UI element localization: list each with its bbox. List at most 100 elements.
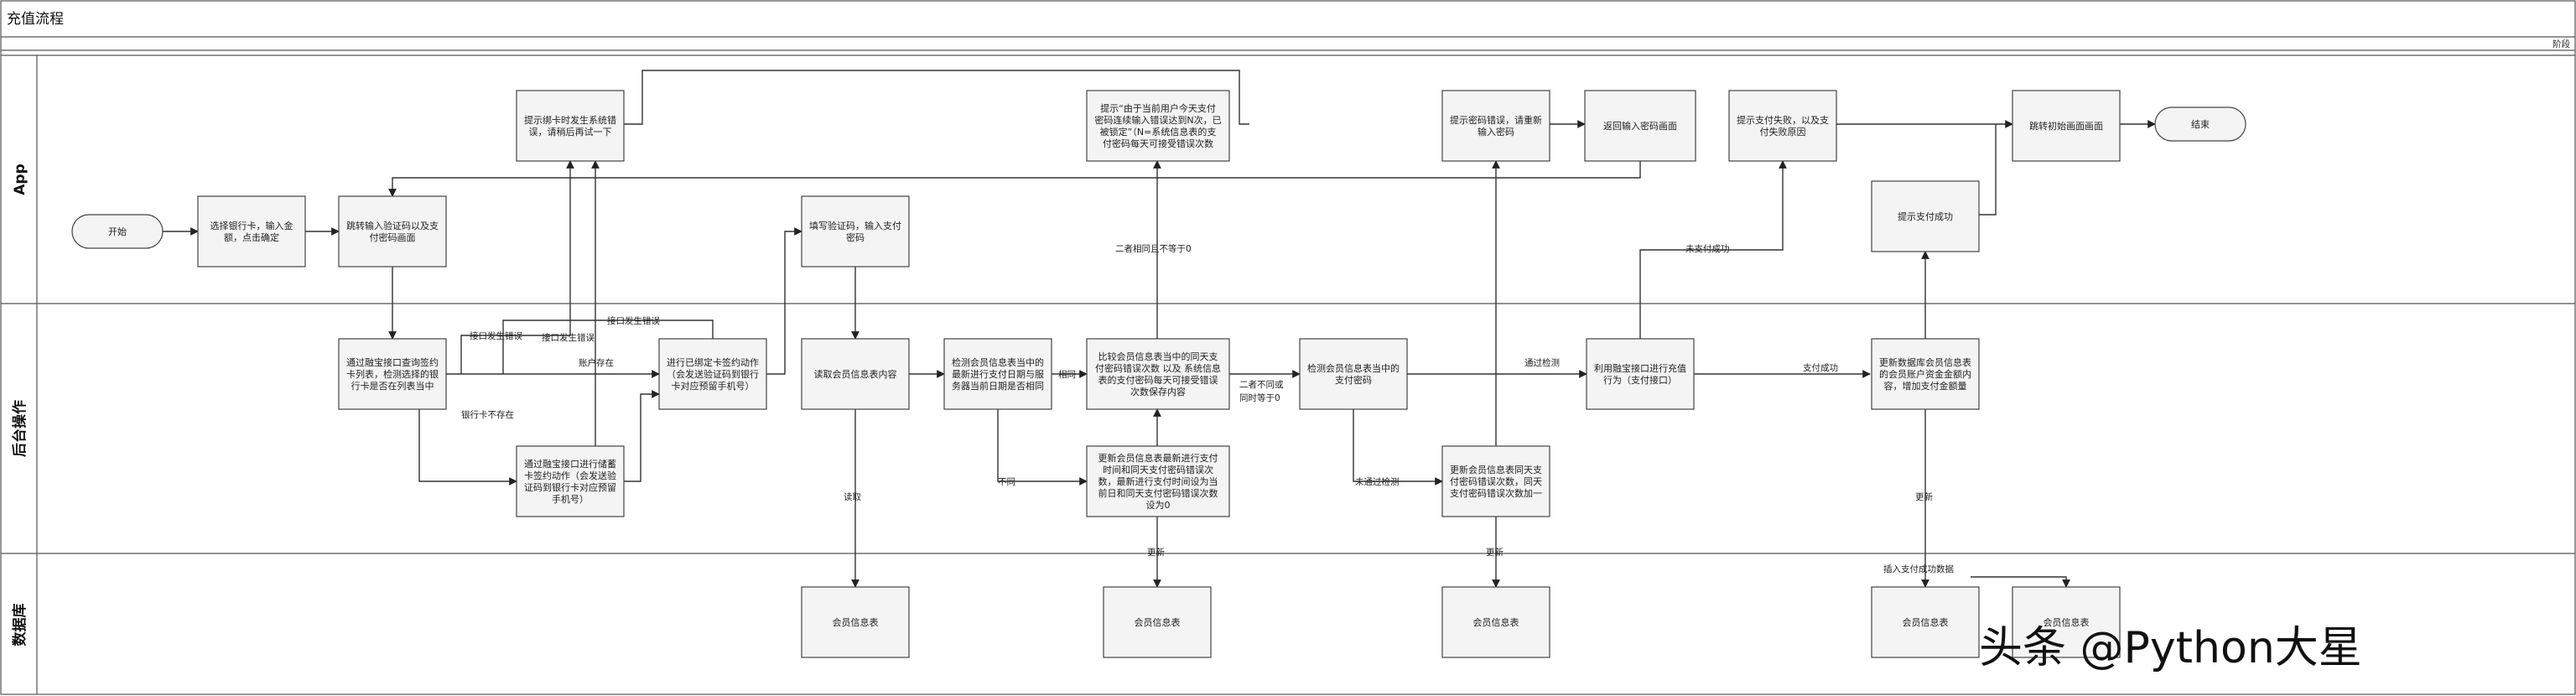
node-text-line: 通过融宝接口进行储蓄 [524, 458, 616, 470]
node-db2: 会员信息表 [1103, 586, 1212, 658]
node-text-line: 额，点击确定 [224, 231, 279, 243]
node-db4: 会员信息表 [1871, 586, 1980, 658]
node-db5: 会员信息表 [2012, 586, 2121, 658]
node-text-line: 会员信息表 [1473, 616, 1519, 628]
node-shape [1441, 445, 1550, 517]
node-shape [1441, 90, 1550, 162]
label-pay-not-ok: 未支付成功 [1685, 243, 1730, 254]
node-text-line: 会员信息表 [833, 616, 879, 628]
node-shape [1871, 586, 1980, 658]
node-shape [338, 195, 447, 267]
node-text-line: 利用融宝接口进行充值 [1594, 362, 1686, 374]
phase-label: 阶段 [2553, 39, 2571, 49]
node-shape [1086, 445, 1230, 517]
edge-checkpwd-updateerr [1353, 409, 1443, 486]
node-text-line: 手机号） [552, 493, 589, 505]
node-shape [71, 214, 164, 249]
node-end: 结束 [2154, 106, 2246, 142]
node-start: 开始 [71, 214, 164, 249]
label-update-2: 更新 [1486, 547, 1504, 558]
node-shape [1299, 338, 1408, 410]
label-read: 读取 [844, 491, 862, 502]
node-text-line: 最新进行支付日期与服 [952, 368, 1044, 380]
node-shape [943, 338, 1052, 410]
node-shape [2012, 90, 2121, 162]
node-shape [1086, 90, 1230, 162]
node-text-line: 更新会员信息表最新进行支付 [1098, 452, 1218, 464]
node-pay-success: 提示支付成功 [1871, 180, 1980, 252]
node-text-line: 付密码错误次数 以及 系统信息 [1095, 362, 1221, 374]
node-text-line: 卡列表，检测选择的银 [346, 368, 439, 380]
node-text-line: 跳转初始画面画面 [2029, 120, 2103, 132]
edge-check-update [997, 409, 1088, 486]
label-same: 相同 [1058, 369, 1076, 380]
node-shape [516, 90, 625, 162]
label-diff-or-zero-2: 同时等于0 [1239, 392, 1280, 403]
label-not-same: 不同 [998, 477, 1015, 487]
label-interface-error-2: 接口发生错误 [542, 332, 595, 343]
edge-back-jump [388, 161, 1641, 197]
label-not-equal: 二者相同且不等于0 [1115, 243, 1192, 254]
edge-pay-fail [1639, 160, 1787, 339]
node-db1: 会员信息表 [801, 586, 910, 658]
node-text-line: 行卡是否在列表当中 [351, 380, 434, 392]
node-text-line: 填写验证码，输入支付 [809, 220, 901, 231]
label-card-exists: 账户存在 [579, 357, 614, 368]
node-shape [801, 586, 910, 658]
edge-bind-resign [624, 390, 660, 482]
node-text-line: 会员信息表 [2044, 616, 2090, 628]
node-update-date: 更新会员信息表最新进行支付时间和同天支付密码错误次数，最新进行支付时间设为当前日… [1086, 445, 1230, 517]
node-text-line: （会发送验证码到银行 [667, 368, 759, 380]
node-text-line: 卡对应预留手机号） [672, 380, 755, 392]
edge-error-back [624, 70, 1249, 125]
label-update-3: 更新 [1915, 491, 1934, 502]
node-text-line: 支付密码 [1335, 374, 1372, 386]
node-text-line: 提示“由于当前用户今天支付 [1100, 102, 1216, 114]
node-shape [801, 195, 910, 267]
node-text-line: 密码 [846, 231, 865, 243]
node-text-line: 付密码画面 [370, 231, 416, 243]
node-text-line: 比较会员信息表当中的同天支 [1098, 351, 1218, 362]
node-text-line: 结束 [2191, 119, 2210, 130]
edge-resign-error [502, 319, 714, 374]
node-shape [658, 338, 767, 410]
node-shape [1871, 338, 1980, 410]
label-card-not-exists: 银行卡不存在 [461, 409, 514, 420]
node-text-line: 会员信息表 [1903, 616, 1949, 628]
node-text-line: 输入密码 [1478, 126, 1514, 138]
node-text-line: 开始 [108, 226, 127, 237]
node-text-line: 提示绑卡时发生系统错 [524, 114, 616, 126]
node-shape [197, 195, 306, 267]
node-shape [2012, 586, 2121, 658]
lane-label-app: App [12, 164, 29, 195]
label-interface-error-1: 接口发生错误 [470, 330, 522, 341]
node-shape [801, 338, 910, 410]
node-text-line: 容，增加支付金额量 [1884, 380, 1967, 392]
node-text-line: 跳转输入验证码以及支 [346, 220, 439, 231]
label-pass: 通过检测 [1524, 357, 1560, 368]
edge-labels: 接口发生错误 接口发生错误 接口发生错误 账户存在 银行卡不存在 相同 不同 二… [461, 243, 1954, 574]
label-diff-or-zero-1: 二者不同或 [1239, 380, 1284, 390]
label-insert: 插入支付成功数据 [1883, 564, 1954, 574]
node-get-member: 读取会员信息表内容 [801, 338, 910, 410]
node-text-line: 卡签约动作（会发送验 [524, 470, 616, 481]
edge-query-bind [418, 409, 517, 486]
node-text-line: 付密码错误次数，同天 [1450, 475, 1542, 487]
lane-label-backend: 后台操作 [11, 400, 29, 457]
edge-updatebal-db5 [1971, 576, 2070, 588]
node-text-line: 选择银行卡，输入金 [210, 220, 293, 231]
node-text-line: 读取会员信息表内容 [814, 368, 897, 380]
node-text-line: 返回输入密码画面 [1603, 120, 1677, 132]
node-shape [338, 338, 447, 410]
node-text-line: 更新数据库会员信息表 [1879, 356, 1971, 368]
